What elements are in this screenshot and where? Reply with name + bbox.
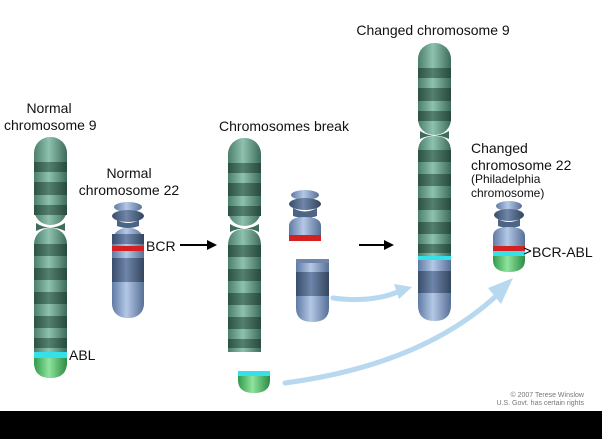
philadelphia-chromosome — [493, 201, 525, 272]
changed-chromosome-22-label: Changed chromosome 22 — [471, 140, 572, 173]
changed-chromosome-9-label: Changed chromosome 9 — [356, 22, 510, 38]
bcr-gene-marker — [112, 246, 144, 251]
abl-gene-marker — [34, 352, 67, 358]
normal-chromosome-9 — [34, 137, 67, 378]
philadelphia-chromosome-label: (Philadelphia chromosome) — [471, 172, 545, 200]
normal-chromosome-22 — [112, 202, 144, 318]
normal-chromosome-9-label: Normal chromosome 9 — [4, 100, 97, 133]
bcr-label: BCR — [146, 238, 176, 254]
broken-chromosome-22-bottom — [296, 259, 329, 322]
bcr-abl-label: BCR-ABL — [532, 244, 593, 260]
translocation-arrow-bcr — [330, 284, 412, 303]
broken-chromosome-9 — [228, 138, 261, 352]
changed-chromosome-9 — [418, 43, 451, 321]
copyright-credit: © 2007 Terese Winslow U.S. Govt. has cer… — [496, 392, 584, 407]
translocation-arrow-abl — [282, 278, 513, 386]
chromosomes-break-label: Chromosomes break — [219, 118, 349, 134]
abl-label: ABL — [69, 347, 96, 363]
broken-chromosome-22-top — [289, 190, 321, 241]
detached-abl-fragment — [238, 371, 270, 393]
normal-chromosome-22-label: Normal chromosome 22 — [78, 165, 180, 198]
